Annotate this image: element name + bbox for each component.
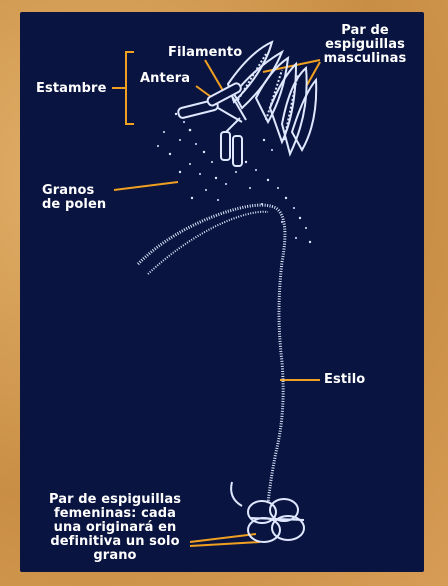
label-estambre: Estambre <box>36 82 107 96</box>
label-granos-polen: Granos de polen <box>42 184 112 212</box>
polen-leader <box>114 182 178 190</box>
label-filamento: Filamento <box>168 46 242 60</box>
label-antera: Antera <box>140 72 190 86</box>
anthers <box>177 82 246 166</box>
estambre-bracket <box>112 52 134 124</box>
leader-lines <box>114 60 320 546</box>
label-espiguillas-femeninas: Par de espiguillas femeninas: cada una o… <box>40 493 190 563</box>
label-espiguillas-masculinas: Par de espiguillas masculinas <box>312 24 418 66</box>
femeninas-leader-1 <box>190 534 256 542</box>
female-spikelets <box>248 499 304 542</box>
plant-illustration <box>20 12 424 572</box>
label-estilo: Estilo <box>324 373 365 387</box>
pollen-grains <box>157 113 311 243</box>
style-silk <box>138 205 285 506</box>
femeninas-leader-2 <box>190 542 260 546</box>
filamento-leader <box>205 60 225 94</box>
